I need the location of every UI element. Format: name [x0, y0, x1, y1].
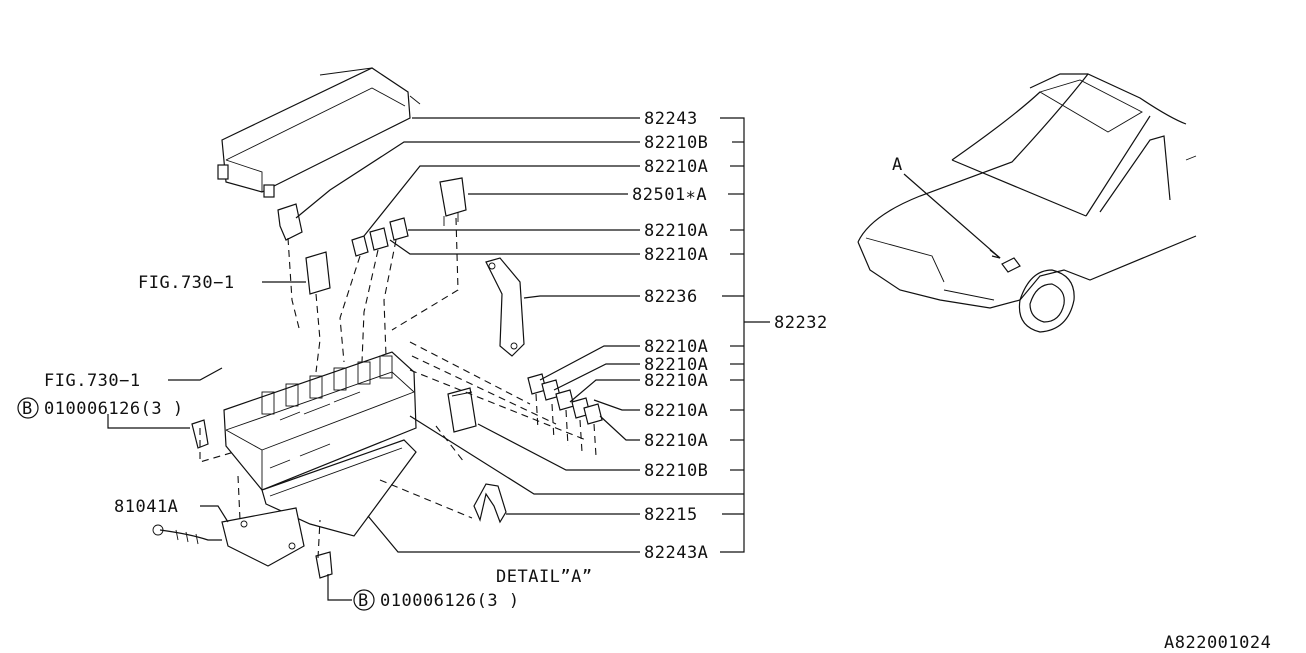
- callout-82210a-8: 82210A: [644, 431, 708, 451]
- callout-82243a: 82243A: [644, 543, 708, 563]
- fuse-82210b-top: [277, 203, 303, 241]
- reference-labels: FIG.730−1 FIG.730−1 B 010006126(3 ) 8104…: [17, 155, 1271, 653]
- bolt-symbol-lower: [353, 589, 375, 611]
- callout-82501a: 82501∗A: [632, 185, 707, 205]
- callout-82210a-5: 82210A: [644, 355, 708, 375]
- ground-wire: [152, 524, 222, 545]
- callout-82210a-6: 82210A: [644, 371, 708, 391]
- fuse-group-right: [527, 373, 603, 425]
- leader-lines: [107, 117, 770, 601]
- diagram-id: A822001024: [1164, 633, 1271, 653]
- callout-82243: 82243: [644, 109, 698, 129]
- bolt-code-lower: 010006126(3 ): [380, 591, 520, 611]
- bolt-symbol-upper-letter: B: [22, 399, 33, 419]
- callout-82210b-top: 82210B: [644, 133, 708, 153]
- fig-reference-lower: FIG.730−1: [44, 371, 141, 391]
- callout-labels: 82243 82210B 82210A 82501∗A 82210A 82210…: [632, 109, 828, 563]
- bracket-82236: [485, 257, 525, 357]
- callout-82210a-7: 82210A: [644, 401, 708, 421]
- lower-tray-82243a: [261, 439, 417, 537]
- bolt-lower: [315, 551, 333, 579]
- bolt-symbol-upper: [17, 397, 39, 419]
- callout-82210a-2: 82210A: [644, 221, 708, 241]
- callout-82232: 82232: [774, 313, 828, 333]
- bracket-81041a: [221, 507, 305, 567]
- car-marker-label: A: [892, 155, 903, 175]
- relay-82501a: [439, 177, 467, 226]
- callout-82215: 82215: [644, 505, 698, 525]
- bracket-label: 81041A: [114, 497, 178, 517]
- bolt-symbol-lower-letter: B: [358, 591, 369, 611]
- clip-82215: [473, 483, 507, 524]
- car-outline: [857, 73, 1197, 333]
- callout-82210a-3: 82210A: [644, 245, 708, 265]
- callout-82236: 82236: [644, 287, 698, 307]
- callout-82210a-4: 82210A: [644, 337, 708, 357]
- callout-82210b-bottom: 82210B: [644, 461, 708, 481]
- callout-82210a-1: 82210A: [644, 157, 708, 177]
- bolt-code-upper: 010006126(3 ): [44, 399, 184, 419]
- relay-82210b-bottom: [447, 387, 477, 433]
- relay-fig730-upper: [305, 251, 331, 295]
- assembly-lines: [199, 217, 597, 559]
- fuse-group-top: [351, 217, 409, 257]
- fig-reference-upper: FIG.730−1: [138, 273, 235, 293]
- fuse-box-cover: [217, 67, 421, 198]
- fuse-box-body: [223, 351, 417, 491]
- detail-caption: DETAIL”A”: [496, 567, 593, 587]
